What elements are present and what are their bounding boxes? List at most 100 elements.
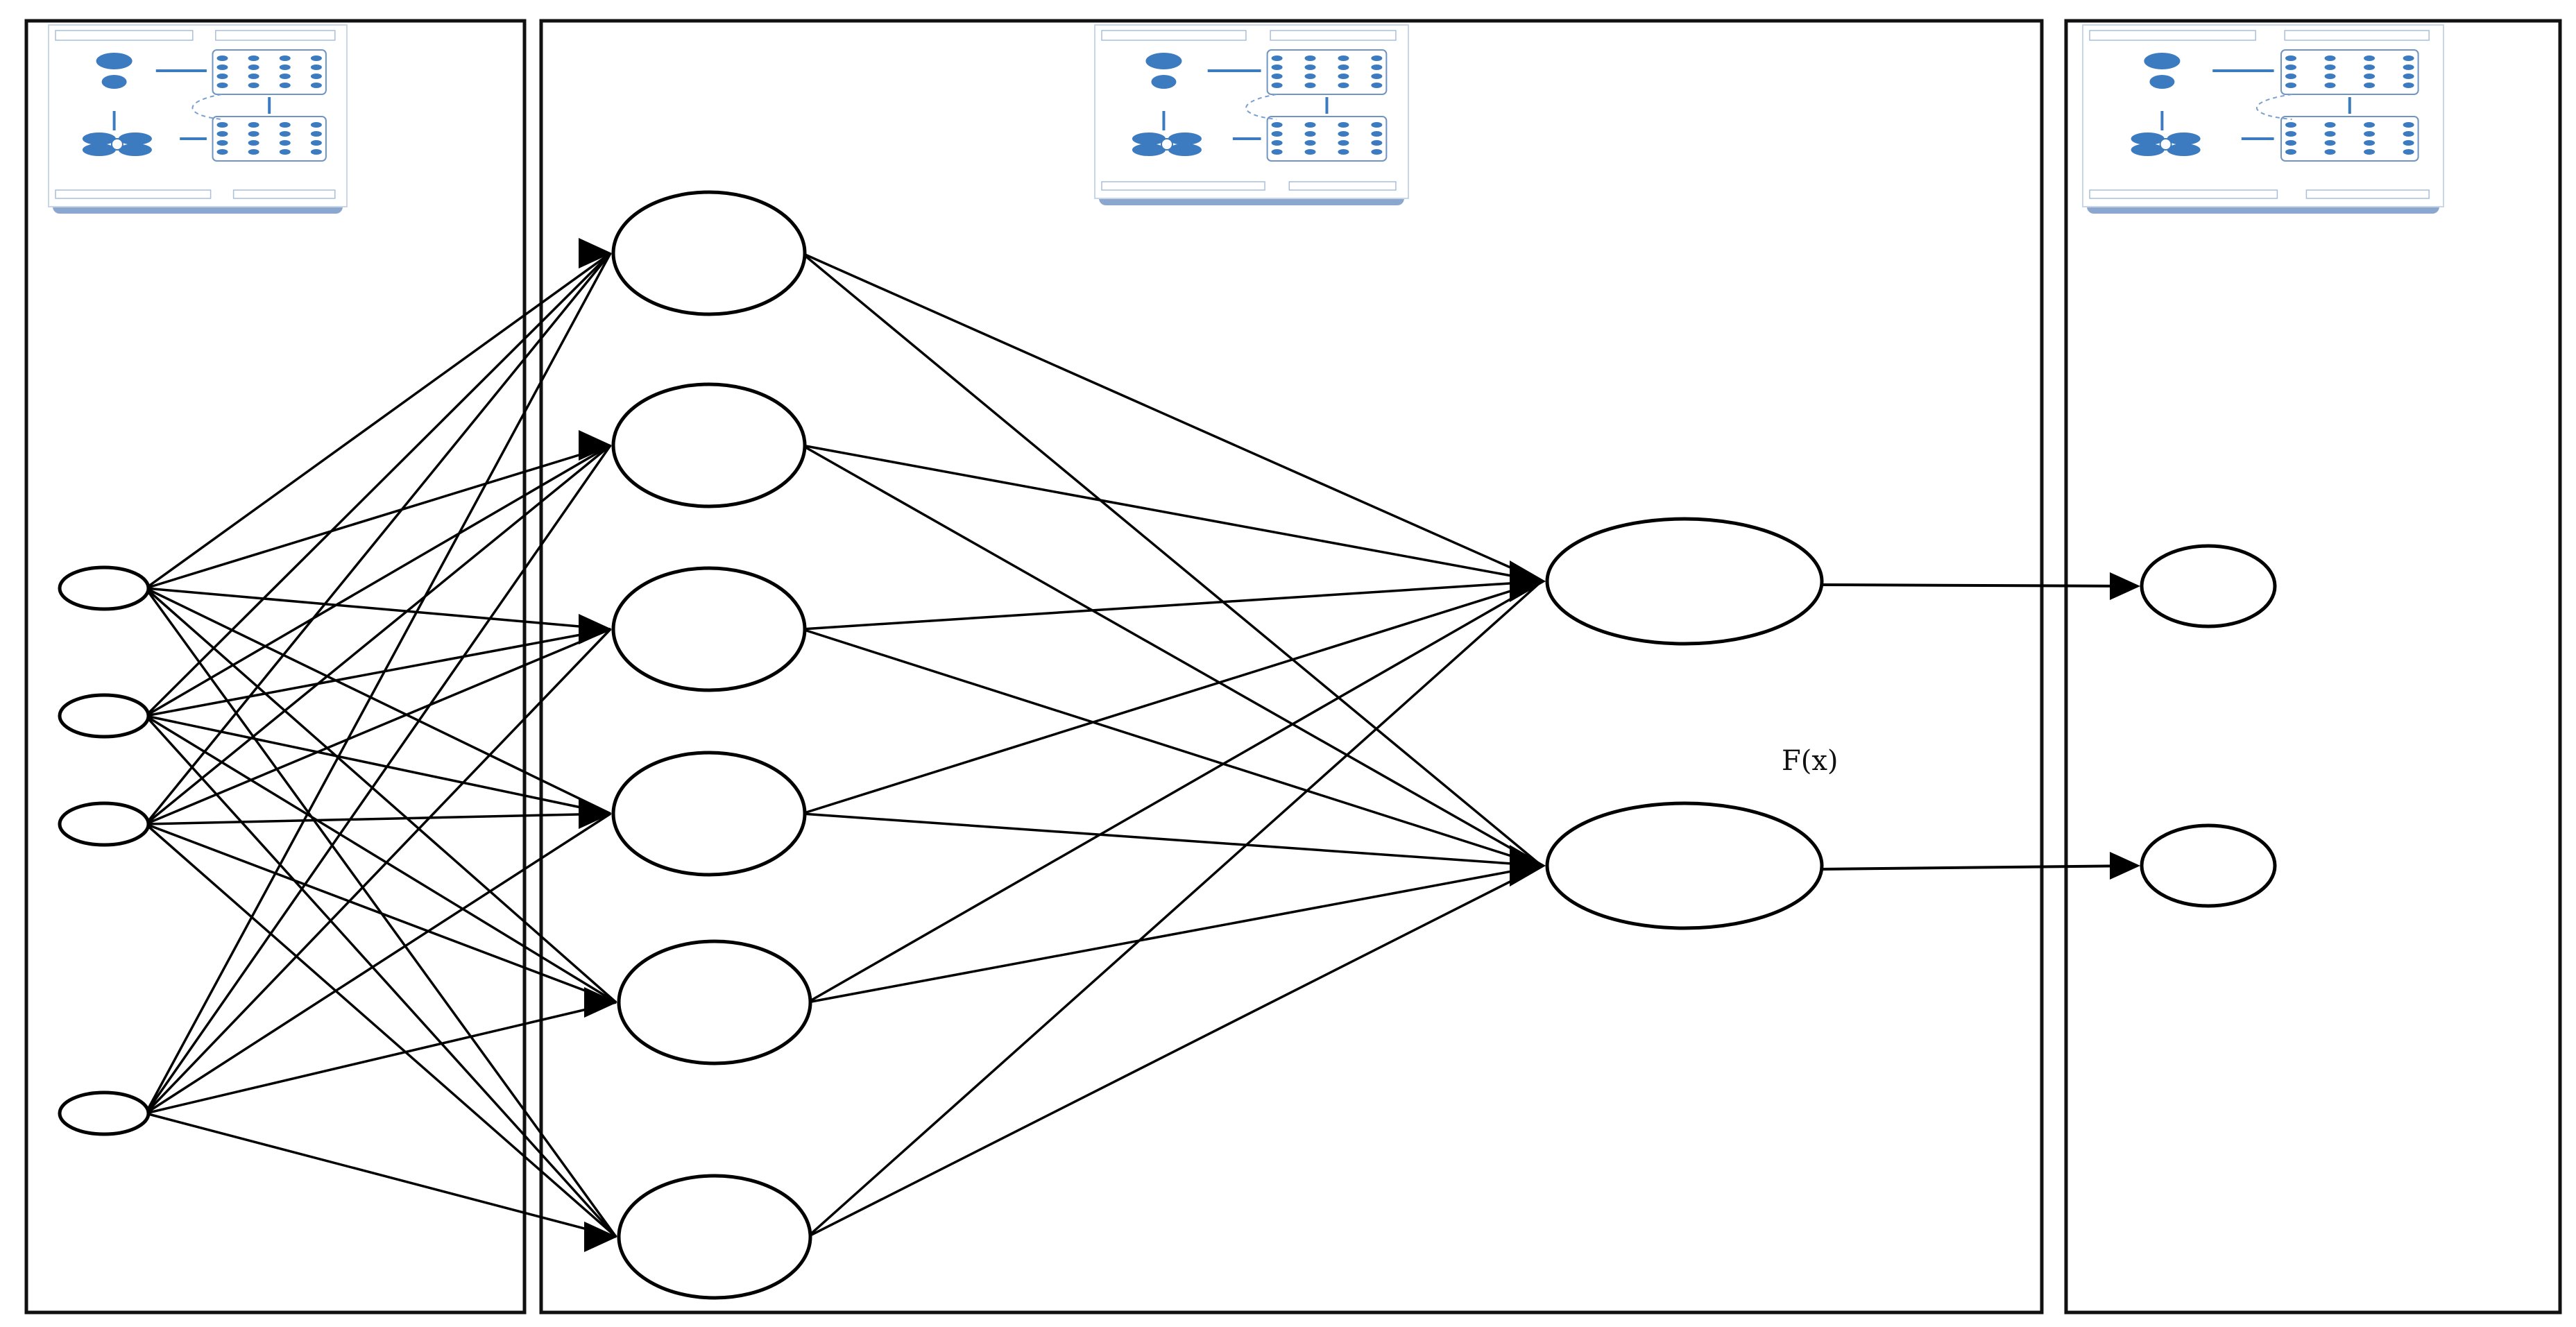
thumbnail-grid-dot <box>310 149 322 155</box>
thumbnail-grid-dot <box>1304 149 1316 155</box>
thumbnail-grid-dot <box>310 74 322 79</box>
thumbnail-grid-dot <box>2364 131 2375 137</box>
thumbnail-caption-box <box>215 30 336 41</box>
edge-input-4-to-hidden-6 <box>145 1112 617 1238</box>
hidden-node-2 <box>611 382 807 508</box>
thumbnail-grid-box <box>1266 116 1388 162</box>
arrowhead-output-2 <box>1510 845 1546 887</box>
thumbnail-grid-dot <box>1304 74 1316 79</box>
thumbnail-grid-dot <box>216 55 228 61</box>
thumbnail-grid-dot <box>2285 83 2296 88</box>
edge-hidden-5-to-output-1 <box>807 580 1542 1004</box>
thumbnail-petal <box>82 144 116 156</box>
thumbnail-petal <box>82 132 116 145</box>
thumbnail-grid-dot <box>2324 55 2336 61</box>
thumbnail-grid-dot <box>279 83 291 88</box>
thumbnail-petal <box>2167 144 2201 156</box>
arrowhead-result-1 <box>2110 572 2140 600</box>
thumbnail-grid-dot <box>1371 65 1383 70</box>
thumbnail-grid-dot <box>2364 140 2375 146</box>
thumbnail-caption-box <box>232 189 336 199</box>
edge-input-1-to-hidden-4 <box>145 587 611 815</box>
edge-input-3-to-hidden-3 <box>145 628 611 825</box>
thumbnail-grid-dot <box>1371 149 1383 155</box>
thumbnail-grid-box <box>212 49 327 95</box>
thumbnail-grid-dot <box>2324 149 2336 155</box>
edge-input-3-to-hidden-2 <box>144 444 612 825</box>
arrowhead-hidden-1 <box>579 238 612 268</box>
thumbnail-grid-dot <box>1338 74 1349 79</box>
thumbnail-grid-dot <box>310 140 322 146</box>
thumbnail-grid-dot <box>216 122 228 128</box>
thumbnail-grid-dot <box>248 83 259 88</box>
thumbnail-petal <box>118 132 152 145</box>
thumbnail-petal <box>1132 132 1166 145</box>
thumbnail-grid-dot <box>1371 83 1383 88</box>
thumbnail-grid-dot <box>2403 55 2414 61</box>
thumbnail-grid-dot <box>2285 149 2296 155</box>
hidden-node-4 <box>611 751 807 877</box>
thumbnail-grid-dot <box>1304 122 1316 128</box>
thumbnail-grid-dot <box>1338 149 1349 155</box>
thumbnail-dashed-link <box>191 94 222 120</box>
thumbnail-grid-dot <box>2285 55 2296 61</box>
thumbnail-grid-dot <box>2285 131 2296 137</box>
arrowhead-layer <box>579 238 2140 1252</box>
thumbnail-blob <box>2149 75 2175 89</box>
right-panel <box>2064 19 2562 1315</box>
node-layer <box>58 190 2277 1300</box>
thumbnail-grid-dot <box>248 149 259 155</box>
thumbnail-grid-dot <box>2364 83 2375 88</box>
thumbnail-grid-dot <box>1271 131 1283 137</box>
edge-input-4-to-hidden-5 <box>145 1001 617 1115</box>
thumbnail-grid-dot <box>2324 122 2336 128</box>
edge-input-2-to-hidden-2 <box>145 444 611 717</box>
workflow-thumbnail-icon-2 <box>1094 24 1409 205</box>
arrowhead-hidden-4 <box>579 798 612 829</box>
edge-layer <box>144 252 2138 1238</box>
thumbnail-grid-box <box>1266 49 1388 95</box>
thumbnail-caption-box <box>2089 189 2278 199</box>
thumbnail-blob <box>2144 53 2181 69</box>
edge-hidden-1-to-output-1 <box>801 252 1542 583</box>
thumbnail-grid-dot <box>310 65 322 70</box>
thumbnail-grid-dot <box>248 74 259 79</box>
thumbnail-grid-dot <box>279 122 291 128</box>
thumbnail-grid-dot <box>2285 74 2296 79</box>
hidden-node-5 <box>617 939 812 1065</box>
thumbnail-grid-dot <box>2285 122 2296 128</box>
thumbnail-grid-dot <box>248 65 259 70</box>
thumbnail-grid-dot <box>2285 140 2296 146</box>
edge-input-2-to-hidden-4 <box>145 714 611 815</box>
thumbnail-caption-box <box>55 189 212 199</box>
input-node-3 <box>58 801 151 847</box>
thumbnail-grid-dot <box>1304 65 1316 70</box>
thumbnail-grid-dot <box>216 149 228 155</box>
edge-hidden-2-to-output-1 <box>801 444 1542 583</box>
edge-output-1-to-result-1 <box>1821 583 2138 588</box>
thumbnail-caption-box <box>1288 181 1397 191</box>
thumbnail-petal <box>1168 132 1202 145</box>
thumbnail-petal <box>2131 132 2165 145</box>
thumbnail-grid-dot <box>1304 83 1316 88</box>
thumbnail-petal <box>2131 144 2165 156</box>
edge-input-1-to-hidden-3 <box>145 587 611 631</box>
thumbnail-center <box>1160 138 1173 151</box>
thumbnail-grid-dot <box>1271 55 1283 61</box>
edge-input-2-to-hidden-6 <box>144 714 617 1238</box>
thumbnail-grid-dot <box>279 131 291 137</box>
thumbnail-grid-dot <box>2364 149 2375 155</box>
edge-hidden-5-to-output-2 <box>807 864 1542 1004</box>
edge-input-1-to-hidden-1 <box>144 252 612 590</box>
result-node-2 <box>2140 823 2277 908</box>
arrowhead-output-1 <box>1510 560 1546 602</box>
thumbnail-grid-dot <box>2403 131 2414 137</box>
arrowhead-hidden-6 <box>584 1222 617 1252</box>
thumbnail-grid-dot <box>279 149 291 155</box>
thumbnail-grid-dot <box>2403 83 2414 88</box>
edge-input-3-to-hidden-5 <box>145 823 617 1004</box>
output-node-1 <box>1545 517 1824 646</box>
thumbnail-grid-box <box>212 116 327 162</box>
thumbnail-dashed-link <box>1245 94 1277 120</box>
thumbnail-grid-box <box>2280 49 2419 95</box>
